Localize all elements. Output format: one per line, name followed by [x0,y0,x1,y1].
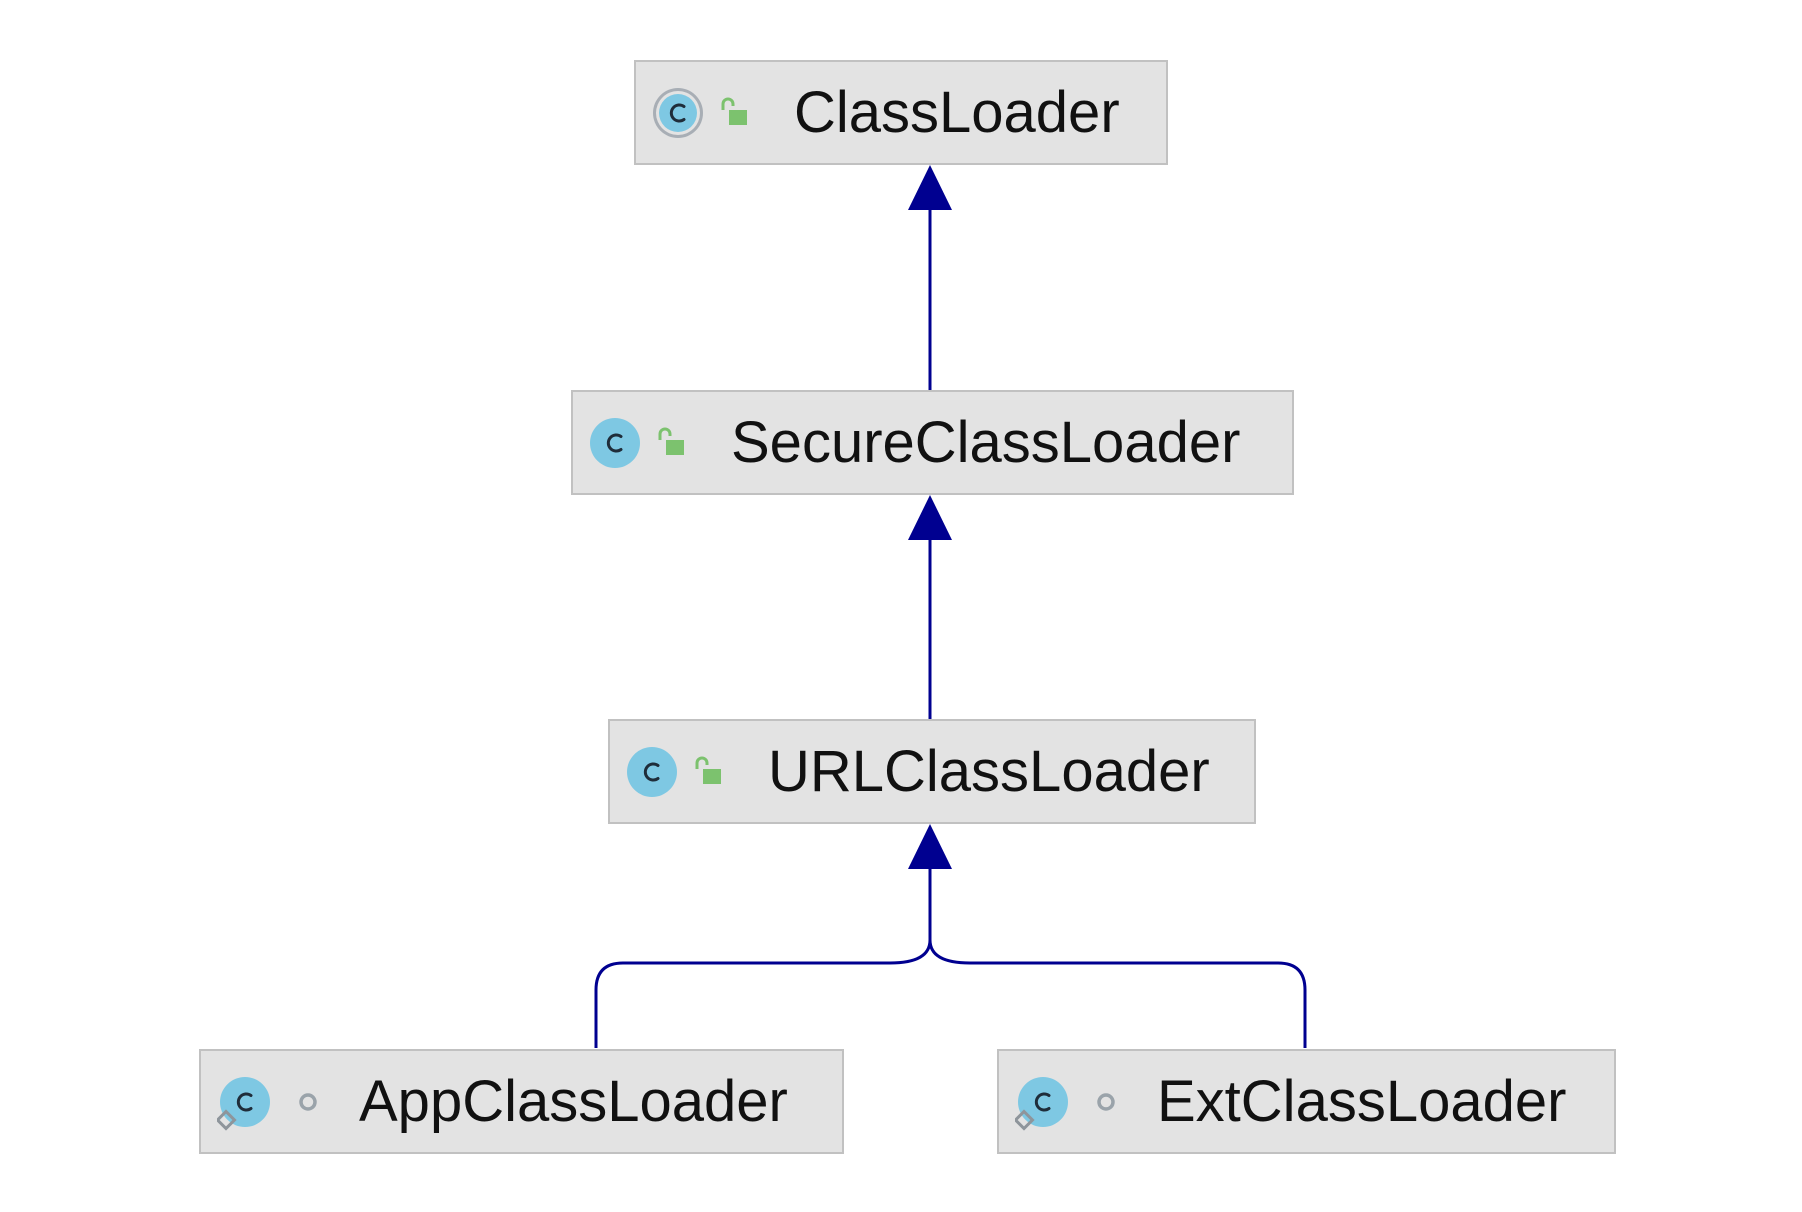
static-class-icon [1015,1076,1068,1131]
class-node-appclassloader[interactable]: AppClassLoader [199,1049,844,1154]
class-node-classloader[interactable]: ClassLoader [634,60,1168,165]
public-unlocked-padlock-icon [692,755,726,789]
class-name-label: AppClassLoader [359,1068,788,1134]
arrowhead-classloader [908,165,952,210]
class-icon [626,746,678,798]
class-name-label: ClassLoader [794,79,1120,145]
class-node-urlclassloader[interactable]: URLClassLoader [608,719,1256,824]
class-node-extclassloader[interactable]: ExtClassLoader [997,1049,1616,1154]
class-name-label: URLClassLoader [768,738,1210,804]
package-private-dot-icon [291,1085,325,1119]
edge-extclassloader-to-urlclassloader [928,939,1307,1048]
class-icon [589,417,641,469]
package-private-dot-icon [1089,1085,1123,1119]
arrowhead-secureclassloader [908,495,952,540]
public-unlocked-padlock-icon [655,426,689,460]
arrowhead-urlclassloader [908,824,952,869]
public-unlocked-padlock-icon [718,96,752,130]
class-name-label: ExtClassLoader [1157,1068,1567,1134]
class-name-label: SecureClassLoader [731,409,1241,475]
static-class-icon [217,1076,270,1131]
class-node-secureclassloader[interactable]: SecureClassLoader [571,390,1294,495]
edge-appclassloader-to-urlclassloader [594,865,932,1048]
abstract-class-icon [652,87,704,139]
